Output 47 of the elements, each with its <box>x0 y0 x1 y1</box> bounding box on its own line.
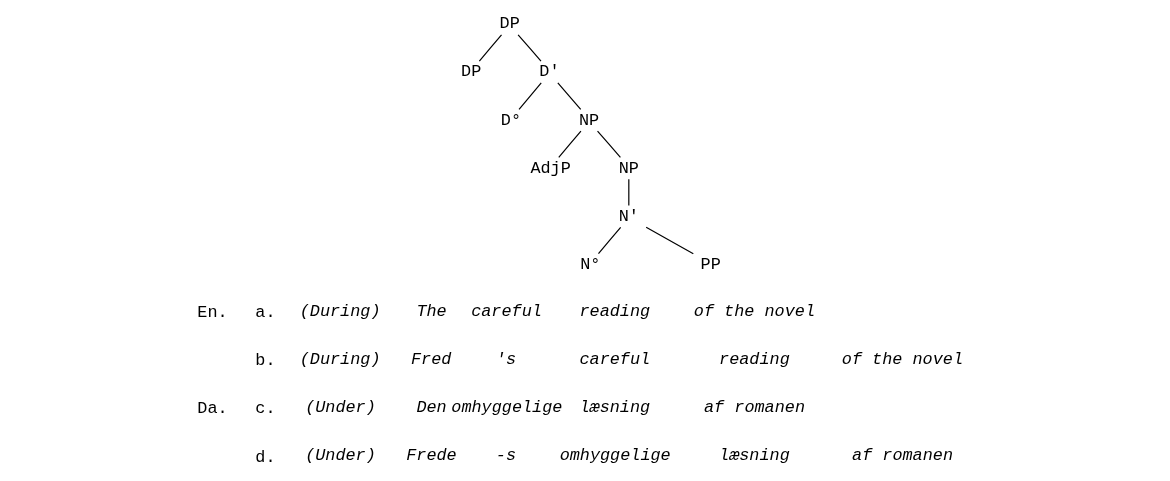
label: a. <box>254 303 276 323</box>
connector <box>557 130 582 158</box>
connector <box>596 130 621 158</box>
label: (Under) <box>304 446 376 466</box>
label: d. <box>254 447 276 467</box>
node-text: DP <box>460 62 481 82</box>
label: careful <box>578 350 650 370</box>
label: Fred <box>410 350 451 370</box>
connector <box>517 34 542 62</box>
label: -s <box>495 446 516 466</box>
connector <box>627 178 629 207</box>
node-text: D° <box>500 110 521 130</box>
connector <box>597 226 621 255</box>
label: omhyggelige <box>559 446 671 466</box>
connector <box>556 82 581 110</box>
label: omhyggelige <box>450 398 562 418</box>
label: (Under) <box>304 398 376 418</box>
node-text: DP <box>499 14 520 34</box>
label: of the novel <box>693 301 815 321</box>
node-text: PP <box>700 255 721 275</box>
label: (During) <box>299 350 381 370</box>
node-text: NP <box>618 158 639 178</box>
node-text: AdjP <box>529 158 571 178</box>
label: b. <box>254 351 276 371</box>
label: (During) <box>299 301 381 321</box>
label: reading <box>578 301 650 321</box>
connector <box>478 34 502 62</box>
label: 's <box>495 350 516 370</box>
label: af romanen <box>851 446 953 466</box>
node-text: D' <box>538 62 559 82</box>
label: reading <box>718 350 790 370</box>
node-text: N' <box>618 206 639 226</box>
label: Frede <box>405 446 457 466</box>
label: The <box>415 301 447 321</box>
label: of the novel <box>841 350 963 370</box>
connector <box>517 82 542 110</box>
node-text: N° <box>579 255 600 275</box>
label: c. <box>254 399 276 419</box>
label: En. <box>196 303 228 323</box>
label: læsning <box>718 446 790 466</box>
label: Da. <box>196 399 228 419</box>
label: careful <box>470 301 542 321</box>
label: Den <box>415 398 447 418</box>
connector <box>645 226 694 255</box>
label: af romanen <box>703 398 805 418</box>
label: læsning <box>578 398 650 418</box>
node-text: NP <box>578 110 599 130</box>
